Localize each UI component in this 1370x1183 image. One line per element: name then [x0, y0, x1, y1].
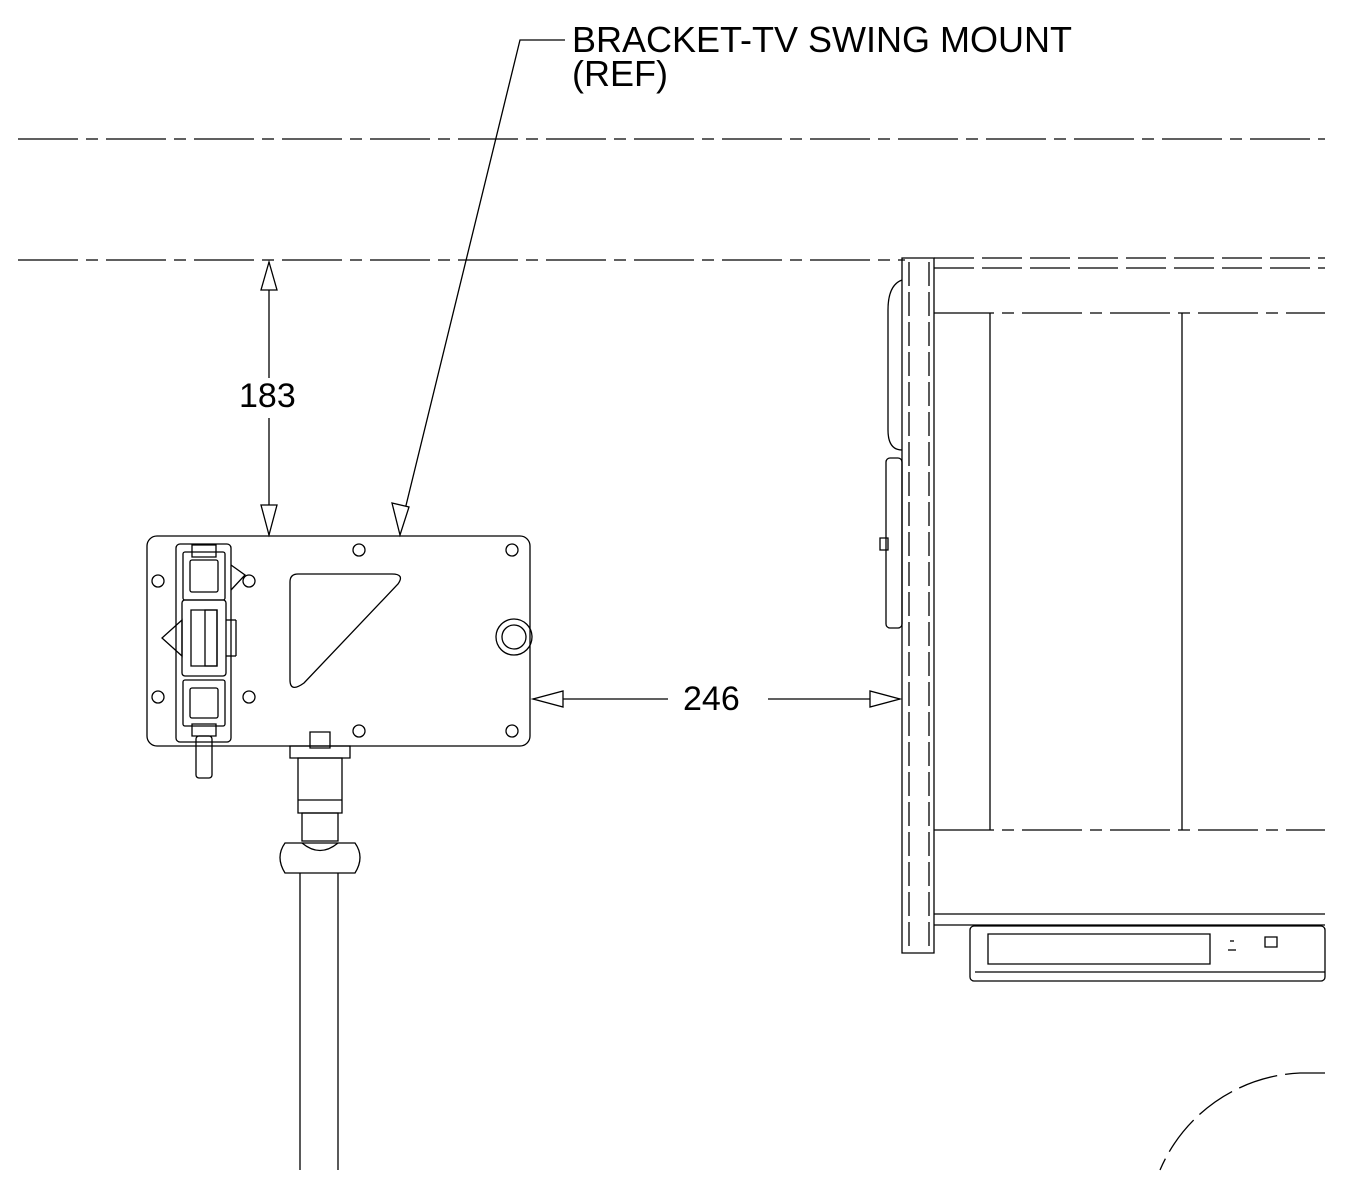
clamp-assembly	[162, 544, 245, 778]
dimension-horizontal-label: 246	[681, 680, 742, 718]
callout-leader	[392, 40, 565, 535]
callout-ref-label: (REF)	[572, 53, 668, 94]
dimension-183-leader	[261, 262, 277, 535]
tv-frame	[880, 258, 1325, 953]
bracket-plate	[147, 536, 532, 746]
support-post	[280, 732, 360, 1170]
dimension-vertical-label: 183	[237, 377, 298, 415]
callout-label: BRACKET-TV SWING MOUNT	[572, 19, 1073, 60]
dimension-246-leader	[533, 691, 900, 707]
media-unit	[970, 926, 1325, 981]
swing-arc	[1160, 1073, 1325, 1170]
